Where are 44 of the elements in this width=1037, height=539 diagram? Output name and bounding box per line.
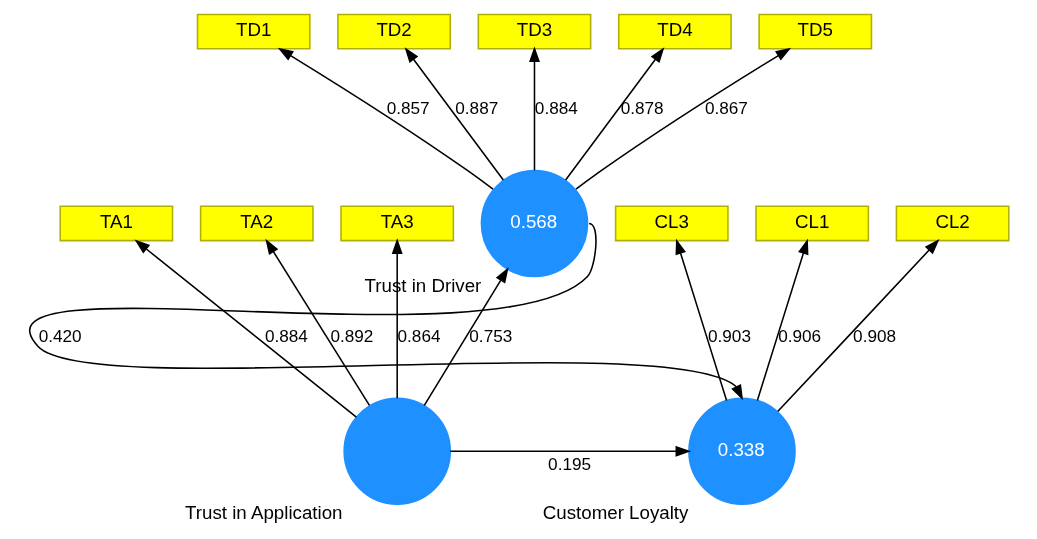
arrow xyxy=(756,238,808,402)
node-label: Trust in Application xyxy=(184,502,343,524)
node-box: TD2 xyxy=(336,13,451,50)
edge-label: 0.867 xyxy=(704,97,748,118)
node-box: TD5 xyxy=(757,13,872,50)
arrow xyxy=(776,239,939,413)
arrow xyxy=(404,47,504,181)
node-box: CL3 xyxy=(614,205,729,242)
arrow xyxy=(264,238,370,407)
arrow xyxy=(134,239,357,418)
arrow xyxy=(574,47,791,190)
arrow xyxy=(564,47,664,181)
arrow xyxy=(277,47,494,190)
node-label: Customer Loyalty xyxy=(542,502,688,524)
node-box: TA2 xyxy=(199,205,314,242)
edge-label: 0.884 xyxy=(534,97,578,118)
edge-label: 0.908 xyxy=(852,325,896,346)
edge-label: 0.887 xyxy=(454,97,498,118)
node-box: TA1 xyxy=(58,205,173,242)
arrow xyxy=(528,46,540,172)
node-box: CL1 xyxy=(754,205,869,242)
arrow xyxy=(28,222,743,401)
node-circle: 0.338 xyxy=(687,397,796,506)
node-circle: 0.568 xyxy=(480,169,588,278)
edge-label: 0.857 xyxy=(386,97,430,118)
edge-label: 0.195 xyxy=(547,453,591,474)
arrow xyxy=(675,238,727,402)
edge-label: 0.884 xyxy=(264,325,308,346)
arrow xyxy=(449,445,691,457)
edge-label: 0.753 xyxy=(468,325,512,346)
edge-label: 0.878 xyxy=(620,97,664,118)
edge-label: 0.864 xyxy=(397,325,440,346)
edge-label: 0.903 xyxy=(707,325,751,346)
arrow xyxy=(423,267,509,407)
arrow xyxy=(391,238,403,399)
node-box: TD4 xyxy=(617,13,732,50)
edge-label: 0.906 xyxy=(777,325,821,346)
node-circle xyxy=(342,397,451,506)
node-box: TD3 xyxy=(477,13,591,50)
node-box: CL2 xyxy=(895,205,1010,242)
edge-label: 0.420 xyxy=(38,325,82,346)
node-box: TA3 xyxy=(339,205,454,242)
edge-label: 0.892 xyxy=(329,325,373,346)
node-box: TD1 xyxy=(196,13,311,50)
